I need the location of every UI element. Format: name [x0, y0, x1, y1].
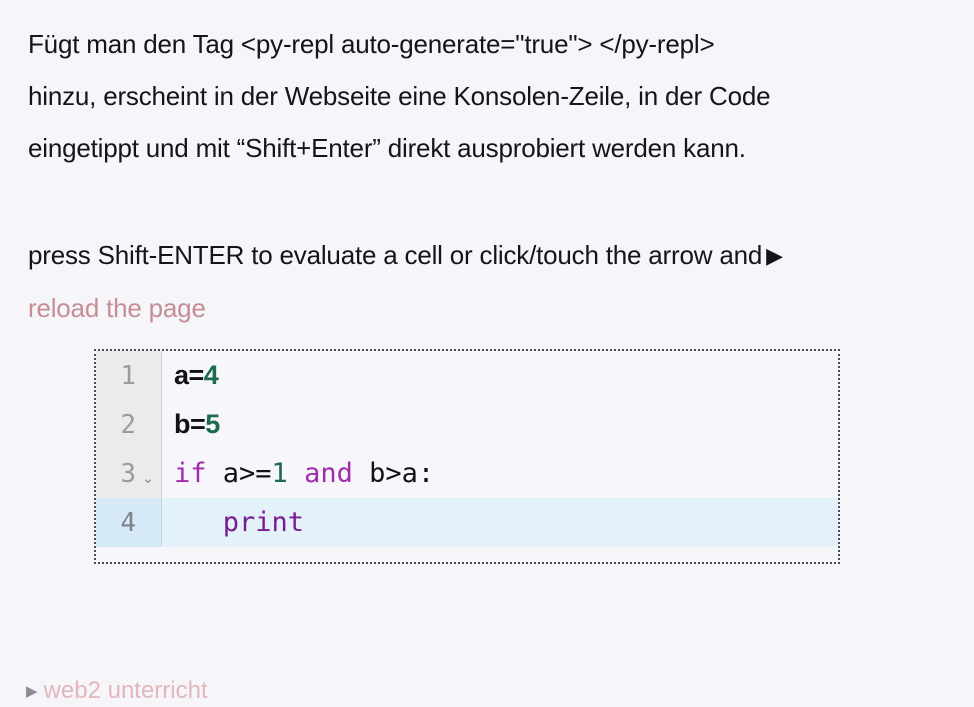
line-number: 2 — [120, 409, 136, 440]
repl-instruction-text: press Shift-ENTER to evaluate a cell or … — [28, 240, 763, 270]
intro-paragraph-line-2: hinzu, erscheint in der Webseite eine Ko… — [28, 81, 771, 111]
repl-instruction: press Shift-ENTER to evaluate a cell or … — [28, 229, 938, 334]
code-token-plain: b>a: — [352, 458, 435, 489]
chevron-down-icon[interactable]: ⌄ — [141, 470, 155, 487]
code-line-gutter: 2⌄ — [96, 400, 162, 449]
code-token-plain: a>= — [206, 458, 272, 489]
code-token-num: 4 — [203, 360, 219, 390]
footer-breadcrumb-link[interactable]: ▶ web2 unterricht — [26, 676, 208, 707]
code-line-row[interactable]: 1⌄a=4 — [96, 351, 838, 400]
code-token-num: 5 — [205, 409, 220, 439]
intro-paragraph: Fügt man den Tag <py-repl auto-generate=… — [28, 18, 928, 174]
code-line-text[interactable]: if a>=1 and b>a: — [162, 449, 838, 498]
code-token-plain: b= — [174, 409, 206, 439]
code-line-gutter: 1⌄ — [96, 351, 162, 400]
intro-paragraph-line-1: Fügt man den Tag <py-repl auto-generate=… — [28, 29, 715, 59]
code-editor[interactable]: 1⌄a=42⌄b=53⌄if a>=1 and b>a:4⌄ print — [94, 349, 840, 564]
code-token-kw: if — [174, 458, 207, 489]
repl-instruction-main-line: press Shift-ENTER to evaluate a cell or … — [28, 229, 938, 282]
code-token-plain — [288, 458, 304, 489]
code-line-text[interactable]: b=5 — [162, 400, 838, 449]
code-editor-body[interactable]: 1⌄a=42⌄b=53⌄if a>=1 and b>a:4⌄ print — [96, 351, 838, 562]
run-arrow-icon[interactable]: ▶ — [766, 243, 783, 268]
code-token-num: 1 — [271, 458, 288, 489]
code-line-row[interactable]: 3⌄if a>=1 and b>a: — [96, 449, 838, 498]
line-number: 3 — [120, 458, 136, 489]
code-line-row[interactable]: 2⌄b=5 — [96, 400, 838, 449]
code-line-gutter: 4⌄ — [96, 498, 162, 547]
footer-breadcrumb-label: web2 unterricht — [43, 677, 208, 704]
reload-page-text: reload the page — [28, 293, 206, 323]
code-line-row[interactable]: 4⌄ print — [96, 498, 838, 547]
intro-paragraph-line-3: eingetippt und mit “Shift+Enter” direkt … — [28, 133, 746, 163]
code-token-kw: and — [304, 458, 353, 489]
code-line-text[interactable]: print — [162, 498, 838, 547]
code-token-fn: print — [222, 507, 305, 538]
line-number: 1 — [120, 360, 136, 391]
triangle-right-icon: ▶ — [26, 683, 38, 700]
code-token-plain — [174, 507, 223, 538]
code-token-plain: a= — [174, 360, 204, 390]
code-line-gutter: 3⌄ — [96, 449, 162, 498]
line-number: 4 — [120, 507, 136, 538]
code-line-text[interactable]: a=4 — [162, 351, 838, 400]
